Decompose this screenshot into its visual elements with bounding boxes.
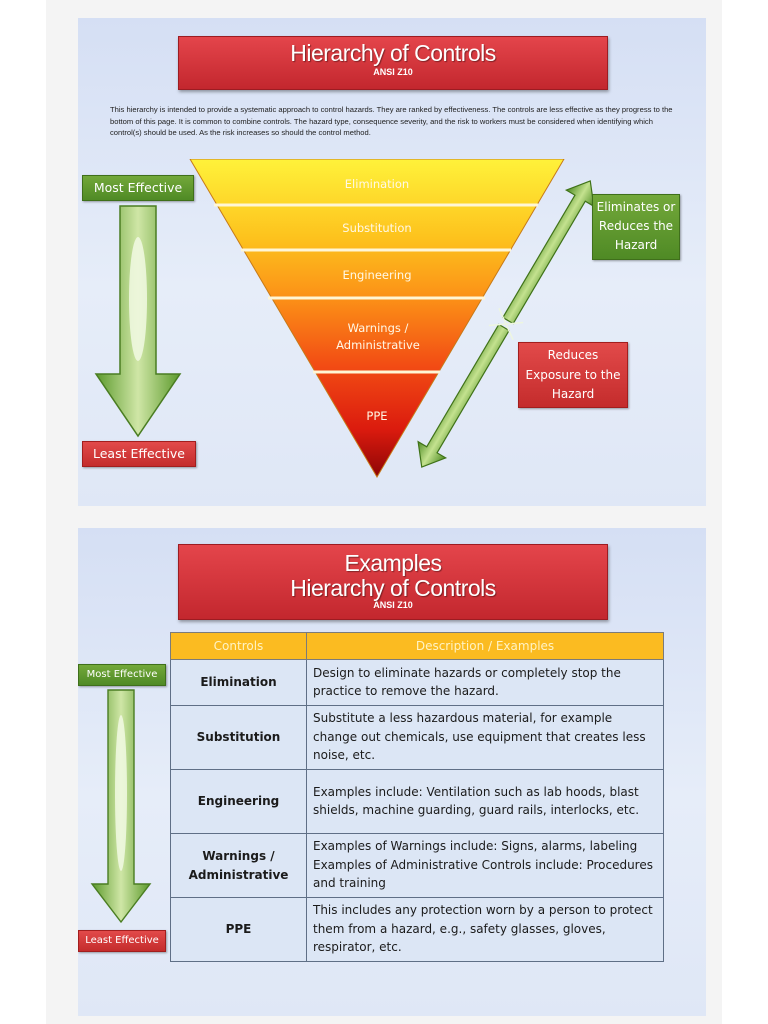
least-effective-label: Least Effective xyxy=(82,441,196,467)
header-controls: Controls xyxy=(170,632,307,660)
control-name: Substitution xyxy=(170,705,307,770)
tier-engineering: Engineering xyxy=(342,268,412,282)
table-row: Elimination Design to eliminate hazards … xyxy=(170,659,664,706)
examples-table: Controls Description / Examples Eliminat… xyxy=(170,632,664,962)
table-row: Warnings / Administrative Examples of Wa… xyxy=(170,833,664,898)
most-effective-label: Most Effective xyxy=(82,175,194,201)
reduces-exposure-label: Reduces Exposure to the Hazard xyxy=(518,342,628,408)
eliminates-reduces-hazard-label: Eliminates or Reduces the Hazard xyxy=(592,194,680,260)
tier-ppe: PPE xyxy=(366,409,388,423)
control-name: Elimination xyxy=(170,659,307,706)
tier-warnings-administrative: Warnings / Administrative xyxy=(336,321,420,352)
table-row: PPE This includes any protection worn by… xyxy=(170,897,664,962)
control-description: Design to eliminate hazards or completel… xyxy=(306,659,664,706)
hierarchy-pyramid xyxy=(189,159,565,478)
most-effective-label-small: Most Effective xyxy=(78,664,166,686)
examples-title-box: Examples Hierarchy of Controls ANSI Z10 xyxy=(178,544,608,620)
effectiveness-arrow-small-icon xyxy=(90,689,152,924)
double-diagonal-arrow-icon xyxy=(417,180,595,468)
table-header-row: Controls Description / Examples xyxy=(170,632,664,660)
control-description: Examples include: Ventilation such as la… xyxy=(306,769,664,834)
least-effective-label-small: Least Effective xyxy=(78,930,166,952)
control-name: PPE xyxy=(170,897,307,962)
table-row: Engineering Examples include: Ventilatio… xyxy=(170,769,664,834)
examples-subtitle: ANSI Z10 xyxy=(373,600,413,610)
control-description: This includes any protection worn by a p… xyxy=(306,897,664,962)
tier-elimination: Elimination xyxy=(344,177,410,191)
hierarchy-slide: Hierarchy of Controls ANSI Z10 This hier… xyxy=(78,18,706,506)
effectiveness-arrow-icon xyxy=(94,205,182,438)
control-name: Warnings / Administrative xyxy=(170,833,307,898)
slide-subtitle: ANSI Z10 xyxy=(373,67,413,77)
tier-substitution: Substitution xyxy=(342,221,412,235)
control-description: Substitute a less hazardous material, fo… xyxy=(306,705,664,770)
control-description: Examples of Warnings include: Signs, ala… xyxy=(306,833,664,898)
slide-title: Hierarchy of Controls xyxy=(290,40,496,66)
control-name: Engineering xyxy=(170,769,307,834)
examples-title-line1: Examples xyxy=(344,550,442,576)
examples-slide: Examples Hierarchy of Controls ANSI Z10 … xyxy=(78,528,706,1016)
table-row: Substitution Substitute a less hazardous… xyxy=(170,705,664,770)
intro-paragraph: This hierarchy is intended to provide a … xyxy=(110,105,673,137)
examples-title-line2: Hierarchy of Controls xyxy=(290,575,496,601)
slide-title-box: Hierarchy of Controls ANSI Z10 xyxy=(178,36,608,90)
header-description: Description / Examples xyxy=(306,632,664,660)
